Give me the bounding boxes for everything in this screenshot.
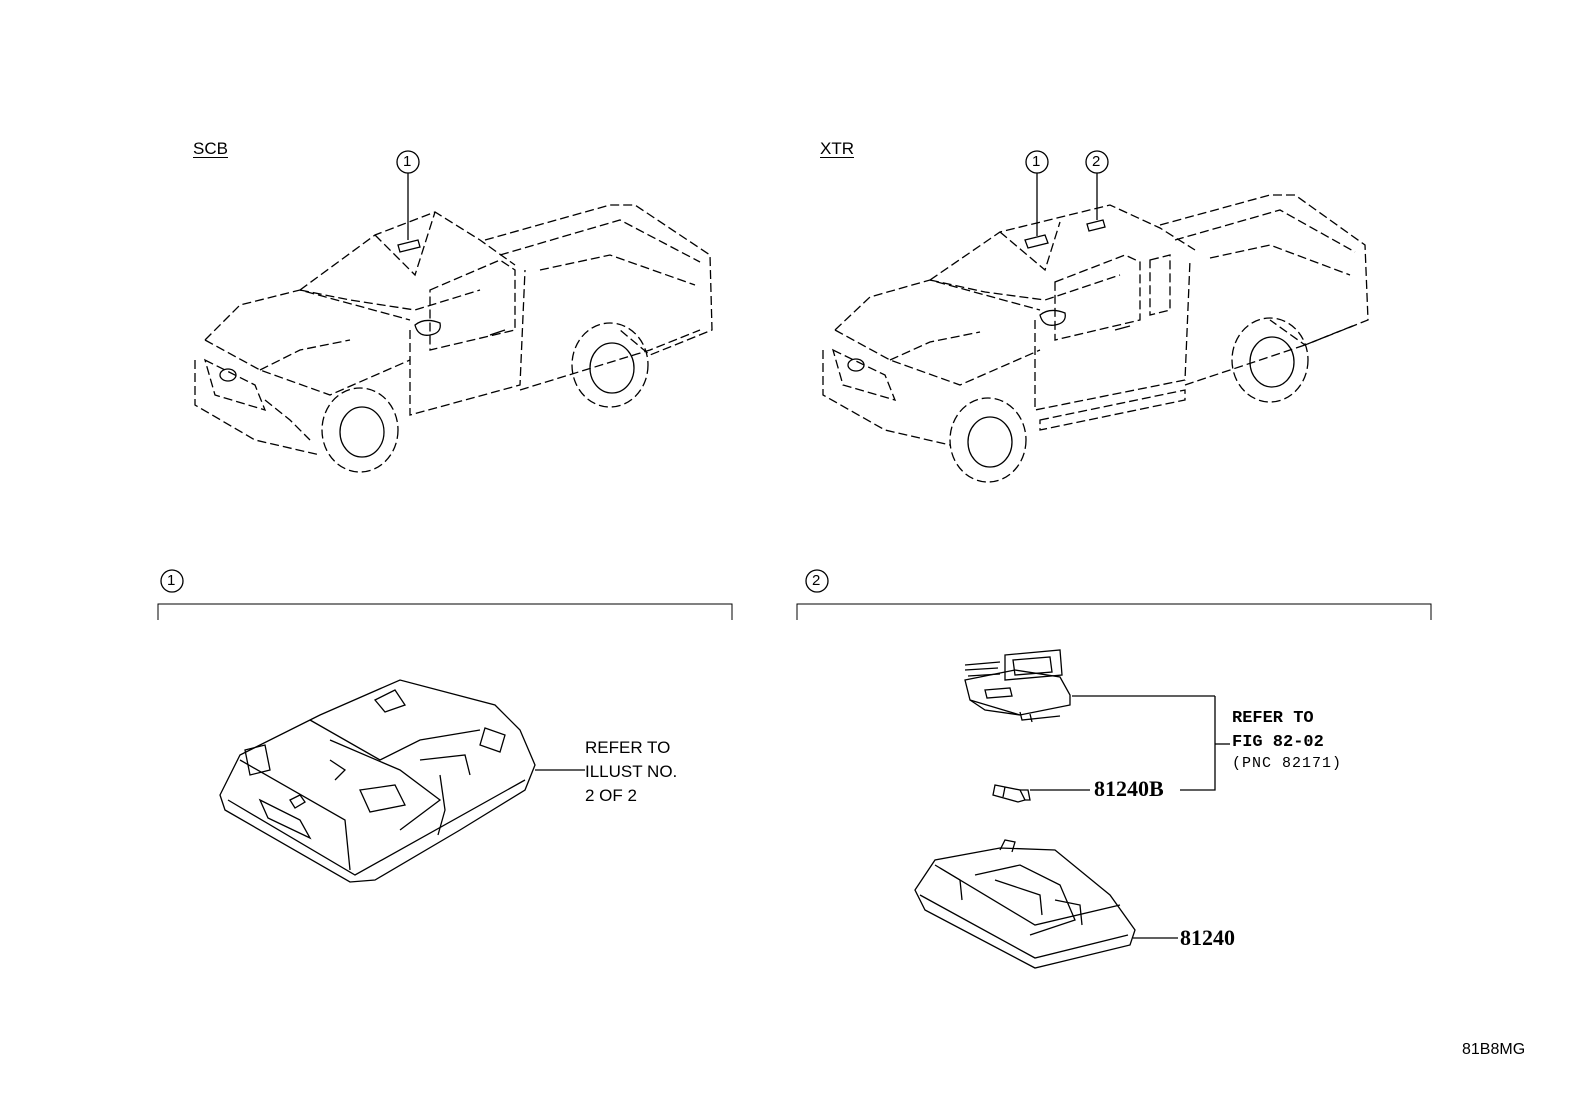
callout-1-xtr-number: 1	[1032, 153, 1041, 170]
callout-1-xtr	[1025, 150, 1049, 236]
truck-scb-illustration	[194, 204, 713, 473]
callout-1-scb-number: 1	[403, 153, 412, 170]
callout-2-xtr	[1085, 150, 1109, 220]
callout-2-xtr-number: 2	[1092, 153, 1101, 170]
section-1-note-line-3: 2 OF 2	[585, 786, 637, 805]
room-lamp-illustration	[914, 839, 1136, 969]
section-2-number: 2	[812, 572, 821, 589]
variant-label-scb: SCB	[193, 139, 228, 158]
section-1-header	[157, 569, 733, 620]
bulb-illustration	[992, 784, 1031, 803]
section-1-number: 1	[167, 572, 176, 589]
section-1-note-line-1: REFER TO	[585, 738, 671, 757]
figure-code: 81B8MG	[1462, 1041, 1526, 1058]
section-2-note-line-3: (PNC 82171)	[1232, 755, 1343, 772]
variant-label-xtr: XTR	[820, 139, 854, 158]
truck-xtr-illustration	[822, 194, 1369, 483]
callout-1-scb	[396, 150, 420, 240]
bracket-refer	[1180, 696, 1216, 791]
section-2-header	[796, 569, 1432, 620]
section-2-note-line-2: FIG 82-02	[1232, 733, 1324, 752]
socket-wire-illustration	[964, 649, 1071, 723]
part-number-housing[interactable]: 81240	[1180, 925, 1235, 950]
part-number-bulb[interactable]: 81240B	[1094, 776, 1164, 801]
section-2-note-line-1: REFER TO	[1232, 709, 1314, 728]
section-1-note-line-2: ILLUST NO.	[585, 762, 678, 781]
map-lamp-assembly-illustration	[219, 679, 536, 883]
